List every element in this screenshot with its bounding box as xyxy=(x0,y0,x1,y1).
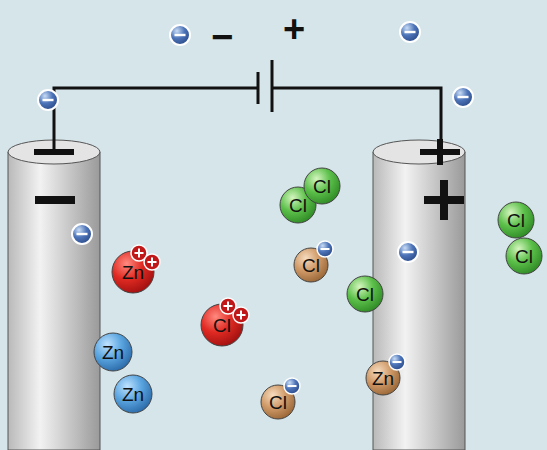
element-symbol: Cl xyxy=(515,247,533,266)
element-symbol: Cl xyxy=(302,256,320,275)
element-symbol: Cl xyxy=(507,211,525,230)
atom-sphere: Cl xyxy=(260,384,296,420)
element-symbol: Cl xyxy=(289,196,307,215)
element-symbol: Cl xyxy=(313,177,331,196)
electron xyxy=(170,25,190,45)
atom-sphere: Cl xyxy=(505,237,543,275)
electron xyxy=(453,87,473,107)
atom-sphere: Zn xyxy=(113,374,153,414)
atom-sphere: Zn xyxy=(111,250,155,294)
plus-sign xyxy=(440,180,448,220)
element-symbol: Zn xyxy=(122,385,144,404)
minus-sign xyxy=(34,149,74,155)
charge-badge xyxy=(144,254,160,270)
electrode xyxy=(373,140,465,450)
plus-sign xyxy=(437,139,443,165)
atom-sphere: Cl xyxy=(293,247,329,283)
atom-sphere: Zn xyxy=(365,360,401,396)
polarity-sign: − xyxy=(211,18,233,56)
atom-sphere: Zn xyxy=(93,332,133,372)
charge-badge xyxy=(233,307,249,323)
element-symbol: Cl xyxy=(213,316,231,335)
element-symbol: Zn xyxy=(122,263,144,282)
element-symbol: Cl xyxy=(269,393,287,412)
electron xyxy=(72,224,92,244)
minus-sign xyxy=(35,196,75,204)
atom-sphere: Cl xyxy=(200,303,244,347)
battery-plate xyxy=(271,60,274,112)
electrode xyxy=(8,140,100,450)
electrons xyxy=(38,22,473,262)
element-symbol: Cl xyxy=(356,285,374,304)
element-symbol: Zn xyxy=(372,369,394,388)
element-symbol: Zn xyxy=(102,343,124,362)
electron xyxy=(400,22,420,42)
atom-sphere: Cl xyxy=(346,275,384,313)
electron xyxy=(398,242,418,262)
electron xyxy=(38,90,58,110)
battery-plate xyxy=(257,72,260,104)
atom-sphere: Cl xyxy=(497,201,535,239)
wire xyxy=(54,88,258,152)
wire xyxy=(272,88,441,150)
atom-sphere: Cl xyxy=(303,167,341,205)
polarity-sign: + xyxy=(283,10,305,48)
